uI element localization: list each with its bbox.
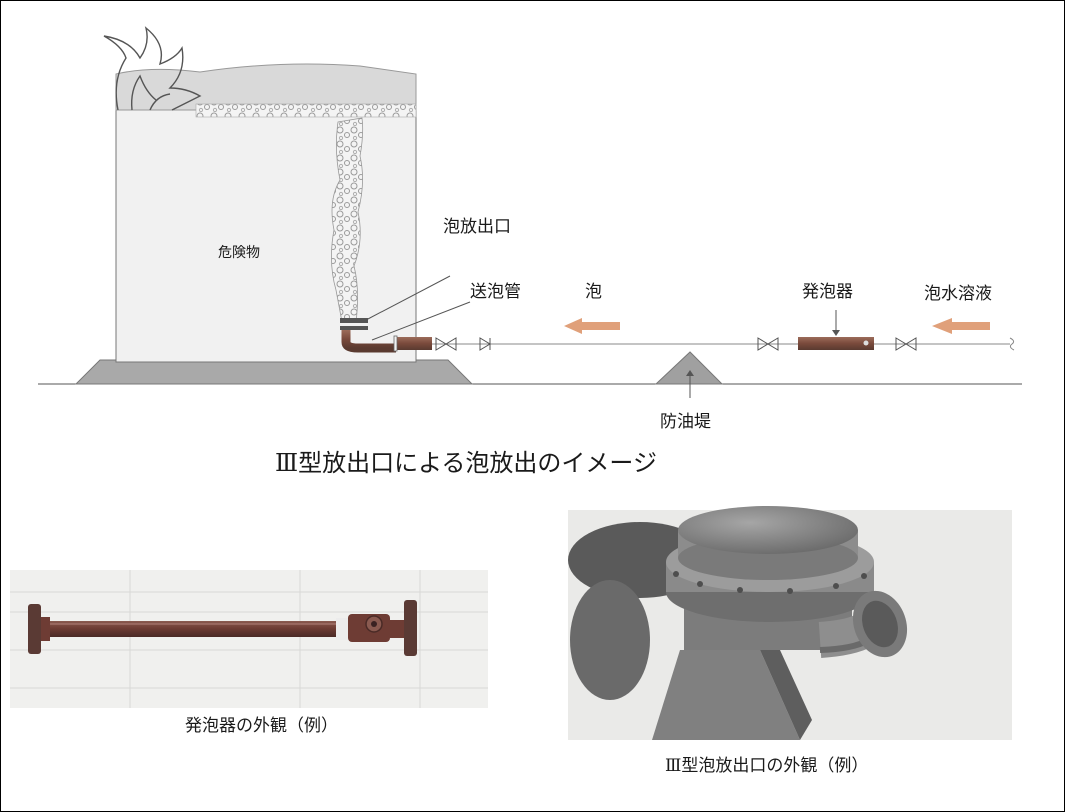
foam-generator-photo [10,570,488,708]
valve-icon-3 [895,337,917,351]
foam-outlet-flange-lower [340,326,368,330]
foam-solution-label: 泡水溶液 [924,284,992,304]
foam-outlet-flange [340,318,368,323]
foam-pipe-label: 送泡管 [470,282,521,302]
generator-port [863,340,869,346]
foam-pipe-elbow [341,330,396,353]
leader-outlet [365,275,451,321]
dike-label: 防油堤 [660,412,711,432]
foam-generator-label: 発泡器 [802,282,853,302]
type3-outlet-photo [568,506,1012,740]
pipe-flange [393,335,398,352]
tank-foundation [74,359,474,385]
check-valve-icon [479,337,491,351]
type3-outlet-photo-caption: Ⅲ型泡放出口の外観（例） [665,756,869,776]
solution-flow-arrow [932,318,990,334]
foam-flow-arrow [564,318,620,334]
diagram-title: Ⅲ型放出口による泡放出のイメージ [275,449,657,477]
foam-generator [798,337,874,350]
flame-icon [103,26,202,111]
foam-outlet-label: 泡放出口 [443,217,511,237]
tank-roof [115,63,417,111]
foam-pipe [396,337,432,350]
valve-icon-2 [757,337,779,351]
foam-column [331,117,364,323]
leader-pipe [371,301,471,341]
foam-generator-photo-caption: 発泡器の外観（例） [185,716,338,736]
foam-layer [195,103,417,118]
break-mark [1009,337,1015,351]
leader-generator-head [832,330,840,336]
tank-body [115,109,417,363]
oil-dike [654,351,724,385]
tank-contents-label: 危険物 [218,245,260,261]
leader-dike-head [686,370,694,376]
foam-label: 泡 [585,282,602,302]
valve-icon [435,337,457,351]
